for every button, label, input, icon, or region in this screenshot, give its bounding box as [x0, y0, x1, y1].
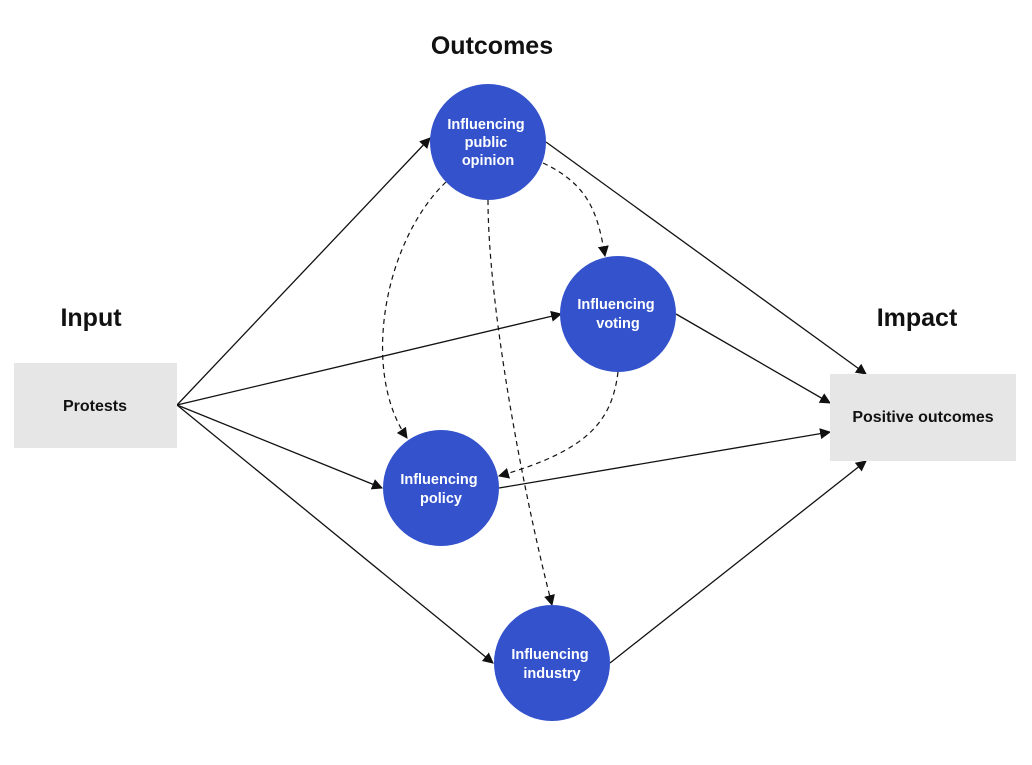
industry-circle	[494, 605, 610, 721]
policy-label: Influencing policy	[400, 472, 481, 507]
edges-layer	[176, 137, 867, 664]
industry-node: Influencing industry	[494, 605, 610, 721]
positive-outcomes-label: Positive outcomes	[852, 409, 993, 426]
arrow-voting-to-positive-outcomes	[675, 313, 831, 404]
voting-label: Influencing voting	[577, 297, 658, 332]
arrow-protests-to-industry	[176, 404, 494, 664]
industry-label: Influencing industry	[511, 647, 592, 682]
policy-node: Influencing policy	[383, 430, 499, 546]
voting-node: Influencing voting	[560, 256, 676, 372]
outcomes-heading: Outcomes	[431, 32, 553, 60]
arrow-protests-to-public-opinion	[176, 137, 431, 406]
input-heading: Input	[60, 304, 122, 332]
public-opinion-circle	[430, 84, 546, 200]
positive-outcomes-node: Positive outcomes	[830, 374, 1016, 461]
arrow-protests-to-policy	[176, 404, 384, 490]
public-opinion-line-2: public	[465, 135, 508, 151]
public-opinion-line-1: Influencing	[447, 117, 524, 133]
protests-box	[14, 363, 177, 448]
arrow-public-opinion-to-policy	[382, 181, 447, 439]
policy-line-2: policy	[420, 491, 462, 507]
policy-circle	[383, 430, 499, 546]
arrow-public-opinion-to-industry	[487, 199, 555, 607]
voting-circle	[560, 256, 676, 372]
arrow-public-opinion-to-positive-outcomes	[545, 141, 867, 375]
protests-label: Protests	[63, 398, 127, 415]
voting-line-2: voting	[596, 316, 640, 332]
arrow-protests-to-voting	[176, 310, 563, 406]
industry-line-2: industry	[523, 666, 580, 682]
impact-heading: Impact	[877, 304, 958, 332]
arrow-policy-to-positive-outcomes	[498, 428, 832, 489]
positive-outcomes-box	[830, 374, 1016, 461]
policy-line-1: Influencing	[400, 472, 477, 488]
arrow-industry-to-positive-outcomes	[609, 460, 867, 664]
public-opinion-line-3: opinion	[462, 153, 514, 169]
protests-node: Protests	[14, 363, 177, 448]
arrow-voting-to-policy	[497, 371, 619, 479]
public-opinion-node: Influencing public opinion	[430, 84, 546, 200]
industry-line-1: Influencing	[511, 647, 588, 663]
arrow-public-opinion-to-voting	[542, 162, 609, 258]
public-opinion-label: Influencing public opinion	[447, 117, 528, 169]
voting-line-1: Influencing	[577, 297, 654, 313]
